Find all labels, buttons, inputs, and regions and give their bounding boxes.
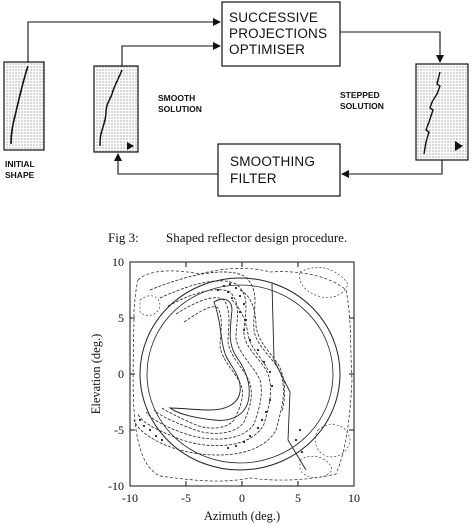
caption-text: Shaped reflector design procedure. [166, 230, 347, 245]
x-tick-label: 5 [295, 491, 301, 505]
filter-label-line-2: FILTER [230, 171, 277, 186]
beam-dense-dots [138, 282, 304, 454]
arrow-smooth-to-optimiser [121, 42, 221, 66]
reflector-rim-inner [146, 284, 334, 464]
cut-line [271, 283, 307, 471]
y-tick-label: -10 [108, 479, 124, 493]
initial-shape-label-1: INITIAL [5, 159, 35, 169]
contour-lines [132, 267, 353, 482]
y-tick-label: 5 [118, 311, 124, 325]
initial-shape-label-2: SHAPE [5, 170, 35, 180]
figure-caption: Fig 3: Shaped reflector design procedure… [108, 230, 347, 245]
arrow-optimiser-to-stepped [340, 31, 444, 63]
arrow-initial-to-optimiser [27, 18, 221, 62]
design-procedure-diagram: SUCCESSIVE PROJECTIONS OPTIMISER SMOOTHI… [3, 1, 469, 197]
contour-outer-2 [299, 267, 349, 298]
contour-outer-3 [314, 424, 351, 458]
x-axis-label: Azimuth (deg.) [204, 509, 280, 523]
y-tick-label: -5 [114, 423, 124, 437]
filter-label-line-1: SMOOTHING [230, 154, 315, 169]
y-tick-label: 0 [118, 367, 124, 381]
smooth-solution-panel [93, 65, 139, 153]
smoothing-filter-block: SMOOTHING FILTER [217, 143, 341, 197]
flow-arrows [27, 18, 444, 178]
x-tick-label: 10 [348, 491, 360, 505]
y-tick-label: 10 [112, 255, 124, 269]
caption-number: Fig 3: [108, 230, 139, 245]
arrow-stepped-to-filter [341, 160, 443, 178]
contour-outer-4 [139, 295, 161, 316]
arrow-filter-to-smooth [114, 153, 218, 175]
y-axis-label: Elevation (deg.) [89, 334, 103, 415]
optimiser-label-line-2: PROJECTIONS [229, 26, 327, 41]
x-tick-label: -10 [122, 491, 138, 505]
reflector-rim-outer [139, 277, 341, 471]
optimiser-block: SUCCESSIVE PROJECTIONS OPTIMISER [221, 1, 341, 67]
x-tick-label: 0 [239, 491, 245, 505]
smooth-solution-label-1: SMOOTH [158, 93, 195, 103]
stepped-solution-label-1: STEPPED [340, 90, 380, 100]
optimiser-label-line-3: OPTIMISER [229, 42, 305, 57]
smooth-solution-label-2: SOLUTION [158, 104, 202, 114]
stepped-solution-label-2: SOLUTION [340, 101, 384, 111]
axis-ticks: -10 -5 0 5 10 -10 -5 0 5 10 [108, 255, 360, 505]
contour-plot: -10 -5 0 5 10 -10 -5 0 5 10 Azimuth (deg.) Elevat… [89, 255, 360, 523]
beam-contours [133, 271, 286, 456]
x-tick-label: -5 [181, 491, 191, 505]
optimiser-label-line-1: SUCCESSIVE [229, 10, 318, 25]
contour-outer-1 [132, 268, 353, 482]
initial-shape-panel [3, 61, 45, 151]
stepped-solution-panel [415, 63, 469, 161]
contour-outer-5 [299, 456, 333, 478]
beam-core [168, 298, 250, 421]
